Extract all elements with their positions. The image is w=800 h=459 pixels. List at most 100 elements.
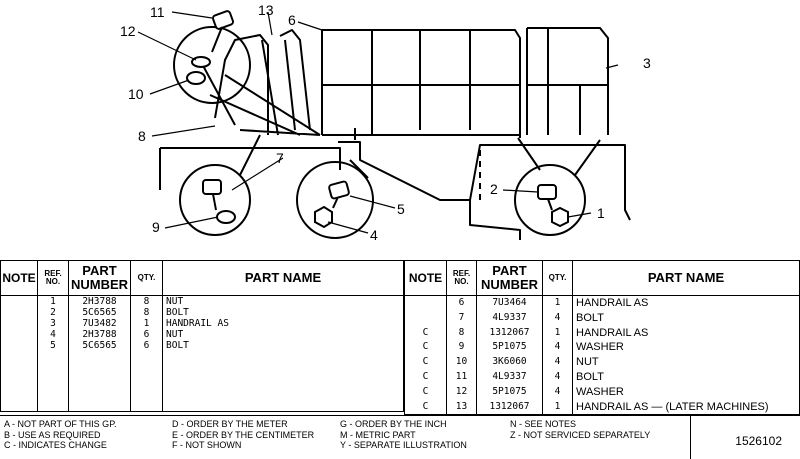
cell-empty xyxy=(0,351,38,412)
cell-part-number: 4L9337 xyxy=(476,369,543,385)
cell-part-number: 2H3788 xyxy=(68,329,131,340)
legend-item: B - USE AS REQUIRED xyxy=(4,429,101,440)
cell-ref: 5 xyxy=(37,340,69,351)
cell-qty: 8 xyxy=(130,295,163,307)
legend-item: M - METRIC PART xyxy=(340,429,416,440)
cell-qty: 8 xyxy=(130,307,163,318)
header-part-number: PART NUMBER xyxy=(68,260,131,296)
header-ref: REF. NO. xyxy=(446,260,477,296)
callout-13: 13 xyxy=(258,2,274,18)
header-ref: REF. NO. xyxy=(37,260,69,296)
cell-qty: 1 xyxy=(542,295,573,311)
cell-note xyxy=(0,329,38,340)
cell-part-name: WASHER xyxy=(572,384,800,400)
callout-4: 4 xyxy=(370,227,378,243)
header-qty: QTY. xyxy=(130,260,163,296)
cell-note xyxy=(404,310,447,326)
cell-ref: 12 xyxy=(446,384,477,400)
cell-qty: 1 xyxy=(130,318,163,329)
cell-part-number: 1312067 xyxy=(476,399,543,416)
parts-table-left: NOTE REF. NO. PART NUMBER QTY. PART NAME… xyxy=(0,260,404,412)
cell-note: C xyxy=(404,325,447,341)
cell-part-number: 3K6060 xyxy=(476,355,543,370)
cell-qty: 1 xyxy=(542,325,573,341)
cell-note: C xyxy=(404,340,447,356)
callout-2: 2 xyxy=(490,181,498,197)
cell-note xyxy=(0,307,38,318)
cell-ref: 11 xyxy=(446,369,477,385)
callout-11: 11 xyxy=(150,4,165,20)
handrail-left xyxy=(209,29,321,136)
cell-qty: 1 xyxy=(542,399,573,416)
cell-ref: 9 xyxy=(446,340,477,356)
header-note: NOTE xyxy=(404,260,447,296)
cell-part-number: 5P1075 xyxy=(476,340,543,356)
cell-ref: 7 xyxy=(446,310,477,326)
cell-note: C xyxy=(404,384,447,400)
cell-ref: 2 xyxy=(37,307,69,318)
parts-diagram: 11 13 6 12 3 10 8 7 2 5 1 9 4 xyxy=(120,2,651,243)
cell-note xyxy=(0,340,38,351)
cell-note: C xyxy=(404,355,447,370)
cell-empty xyxy=(37,351,69,412)
cell-qty: 4 xyxy=(542,384,573,400)
cell-ref: 6 xyxy=(446,295,477,311)
cell-part-name: HANDRAIL AS xyxy=(572,295,800,311)
cell-part-name: HANDRAIL AS — (LATER MACHINES) xyxy=(572,399,800,416)
cell-ref: 13 xyxy=(446,399,477,416)
cell-part-name: BOLT xyxy=(162,307,404,318)
detail-circle-mid xyxy=(296,161,374,239)
cell-note xyxy=(0,318,38,329)
cell-part-name: BOLT xyxy=(572,369,800,385)
legend-item: A - NOT PART OF THIS GP. xyxy=(4,419,117,429)
legend-item: G - ORDER BY THE INCH xyxy=(340,419,447,429)
cell-part-name: WASHER xyxy=(572,340,800,356)
cell-part-name: NUT xyxy=(162,329,404,340)
cell-part-number: 5P1075 xyxy=(476,384,543,400)
machine-body xyxy=(159,128,631,240)
legend-item: F - NOT SHOWN xyxy=(172,440,242,450)
cell-note: C xyxy=(404,399,447,416)
header-part-name: PART NAME xyxy=(162,260,404,296)
cell-qty: 6 xyxy=(130,340,163,351)
cell-empty xyxy=(68,351,131,412)
detail-circle-top xyxy=(173,26,251,104)
callout-12: 12 xyxy=(120,23,136,39)
handrail-frame xyxy=(321,29,521,138)
cell-part-number: 5C6565 xyxy=(68,340,131,351)
cell-empty xyxy=(130,351,163,412)
header-note: NOTE xyxy=(0,260,38,296)
legend-item: D - ORDER BY THE METER xyxy=(172,419,288,429)
cell-note xyxy=(0,295,38,307)
legend-divider xyxy=(690,416,691,459)
cell-qty: 6 xyxy=(130,329,163,340)
cell-qty: 4 xyxy=(542,369,573,385)
cell-part-name: NUT xyxy=(162,295,404,307)
detail-circle-left xyxy=(179,164,251,236)
cell-ref: 8 xyxy=(446,325,477,341)
legend-item: Z - NOT SERVICED SEPARATELY xyxy=(510,429,651,440)
callout-10: 10 xyxy=(128,86,144,102)
illustration-code: 1526102 xyxy=(735,434,782,448)
cell-part-name: HANDRAIL AS xyxy=(572,325,800,341)
cell-ref: 3 xyxy=(37,318,69,329)
cell-ref: 10 xyxy=(446,355,477,370)
callout-6: 6 xyxy=(288,12,296,28)
cell-part-name: NUT xyxy=(572,355,800,370)
cell-part-number: 7U3482 xyxy=(68,318,131,329)
parts-table-right: NOTE REF. NO. PART NUMBER QTY. PART NAME… xyxy=(404,260,800,416)
table-row-filler xyxy=(0,351,404,412)
cell-part-number: 4L9337 xyxy=(476,310,543,326)
cell-part-name: HANDRAIL AS xyxy=(162,318,404,329)
cell-part-number: 1312067 xyxy=(476,325,543,341)
cell-ref: 4 xyxy=(37,329,69,340)
cell-qty: 4 xyxy=(542,355,573,370)
